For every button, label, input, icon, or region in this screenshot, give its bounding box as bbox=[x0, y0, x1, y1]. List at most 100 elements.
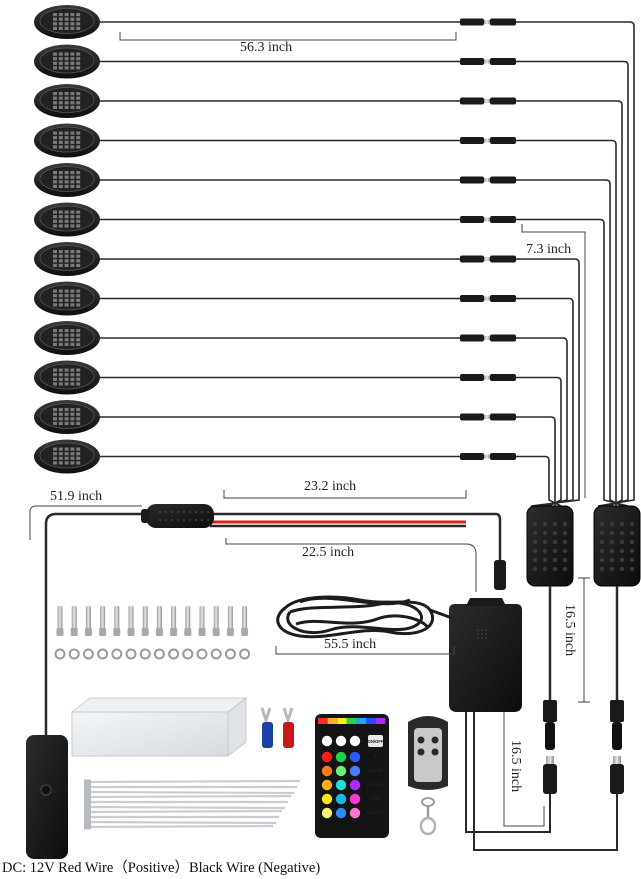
screw-terminals bbox=[54, 606, 251, 660]
led-pod bbox=[34, 123, 100, 158]
cable-tie bbox=[84, 799, 288, 805]
remote-control-button bbox=[335, 735, 347, 747]
hub-plug-right bbox=[610, 700, 624, 794]
screw-terminal bbox=[84, 606, 92, 636]
cable-tie bbox=[84, 779, 301, 785]
power-wire-length-label: 51.9 inch bbox=[50, 489, 102, 504]
terminal-ring bbox=[54, 648, 66, 660]
cable-tie bbox=[84, 814, 279, 820]
led-pods bbox=[34, 5, 100, 474]
pod-wire bbox=[98, 218, 629, 507]
pod-wire-connector bbox=[460, 295, 516, 302]
remote-color-button bbox=[321, 779, 333, 791]
remote-w-label: W bbox=[374, 754, 378, 759]
pod-wire bbox=[98, 179, 623, 507]
led-pod bbox=[34, 202, 100, 237]
terminal-ring bbox=[210, 648, 222, 660]
screw-terminal bbox=[170, 606, 178, 636]
remote-color-button bbox=[349, 765, 361, 777]
screw-terminal bbox=[141, 606, 149, 636]
terminal-ring bbox=[182, 648, 194, 660]
clear-adhesive-strip bbox=[70, 696, 248, 758]
remote-color-bar bbox=[366, 718, 376, 724]
hub-lead-length-label: 16.5 inch bbox=[562, 604, 577, 656]
led-pod bbox=[34, 242, 100, 276]
terminal-ring bbox=[196, 648, 208, 660]
inline-fuse-holder bbox=[141, 504, 214, 528]
led-pod bbox=[34, 84, 100, 118]
extension-cable-coil bbox=[276, 595, 453, 639]
red-wire-length-label: 23.2 inch bbox=[304, 479, 356, 494]
led-pod bbox=[34, 163, 100, 197]
rocker-switch bbox=[26, 735, 68, 859]
dimension-lines bbox=[29, 32, 590, 827]
remote-color-button bbox=[349, 779, 361, 791]
remote-color-button bbox=[349, 807, 361, 819]
voltage-caption: DC: 12V Red Wire（Positive）Black Wire (Ne… bbox=[2, 859, 320, 876]
power-cable bbox=[44, 512, 502, 737]
terminal-ring bbox=[125, 648, 137, 660]
screw-terminal bbox=[226, 606, 234, 636]
remote-color-button bbox=[321, 807, 333, 819]
screw-terminal bbox=[113, 606, 121, 636]
terminal-ring bbox=[239, 648, 251, 660]
cable-tie bbox=[84, 794, 292, 800]
led-pod bbox=[34, 281, 100, 316]
pod-wire-connector bbox=[460, 413, 516, 421]
screw-terminal bbox=[56, 606, 64, 636]
black-wire-length-label: 22.5 inch bbox=[302, 545, 354, 560]
cable-tie bbox=[84, 809, 283, 815]
remote-color-button bbox=[335, 793, 347, 805]
pod-wire bbox=[98, 100, 623, 507]
terminal-ring bbox=[224, 648, 236, 660]
control-box bbox=[449, 598, 522, 712]
cable-tie bbox=[84, 819, 277, 825]
remote-color-bar bbox=[346, 718, 357, 724]
terminal-ring bbox=[68, 648, 80, 660]
terminal-ring bbox=[153, 648, 165, 660]
pod-wire bbox=[98, 455, 562, 507]
remote-color-button bbox=[335, 751, 347, 763]
pod-wire-connector bbox=[460, 137, 516, 144]
cable-ties bbox=[84, 779, 301, 830]
pod-wire-connector bbox=[460, 216, 516, 223]
terminal-ring bbox=[97, 648, 109, 660]
remote-color-button bbox=[335, 807, 347, 819]
ir-remote: ON/OFF W FLASH STROBE FADE SMOOTH bbox=[315, 714, 389, 838]
wire-connectors bbox=[460, 18, 516, 460]
controller-output-wires bbox=[465, 710, 618, 851]
pod-wire-connector bbox=[460, 255, 516, 263]
cable-tie bbox=[84, 824, 274, 830]
pod-wire-length-label: 56.3 inch bbox=[240, 40, 292, 55]
led-pod bbox=[34, 321, 100, 355]
led-pod bbox=[34, 5, 100, 39]
remote-fade-label: FADE bbox=[370, 796, 381, 801]
junction-hub-right bbox=[593, 505, 641, 587]
screw-terminal bbox=[155, 606, 163, 636]
pod-wire-connector bbox=[460, 176, 516, 184]
controller-barrel-plug bbox=[494, 560, 506, 590]
pod-wire-connector bbox=[460, 18, 516, 26]
screw-terminal bbox=[198, 606, 206, 636]
remote-control-button bbox=[321, 735, 333, 747]
cable-tie bbox=[84, 804, 286, 810]
screw-terminal bbox=[241, 606, 249, 636]
remote-color-bar bbox=[356, 718, 366, 724]
remote-onoff-label: ON/OFF bbox=[368, 739, 384, 744]
led-pod bbox=[34, 360, 100, 395]
terminal-ring bbox=[139, 648, 151, 660]
remote-color-button bbox=[349, 793, 361, 805]
terminal-ring bbox=[82, 648, 94, 660]
pod-wire bbox=[98, 60, 629, 507]
remote-color-bar bbox=[327, 718, 338, 724]
remote-color-button bbox=[321, 765, 333, 777]
pod-wire-connector bbox=[460, 453, 516, 460]
remote-color-bar bbox=[375, 718, 386, 724]
remote-color-button bbox=[335, 779, 347, 791]
pod-wire bbox=[98, 21, 635, 507]
remote-strobe-label: STROBE bbox=[367, 782, 385, 787]
fork-connector-red bbox=[282, 707, 294, 748]
cable-tie bbox=[84, 789, 295, 795]
pod-wire-connector bbox=[460, 97, 516, 105]
